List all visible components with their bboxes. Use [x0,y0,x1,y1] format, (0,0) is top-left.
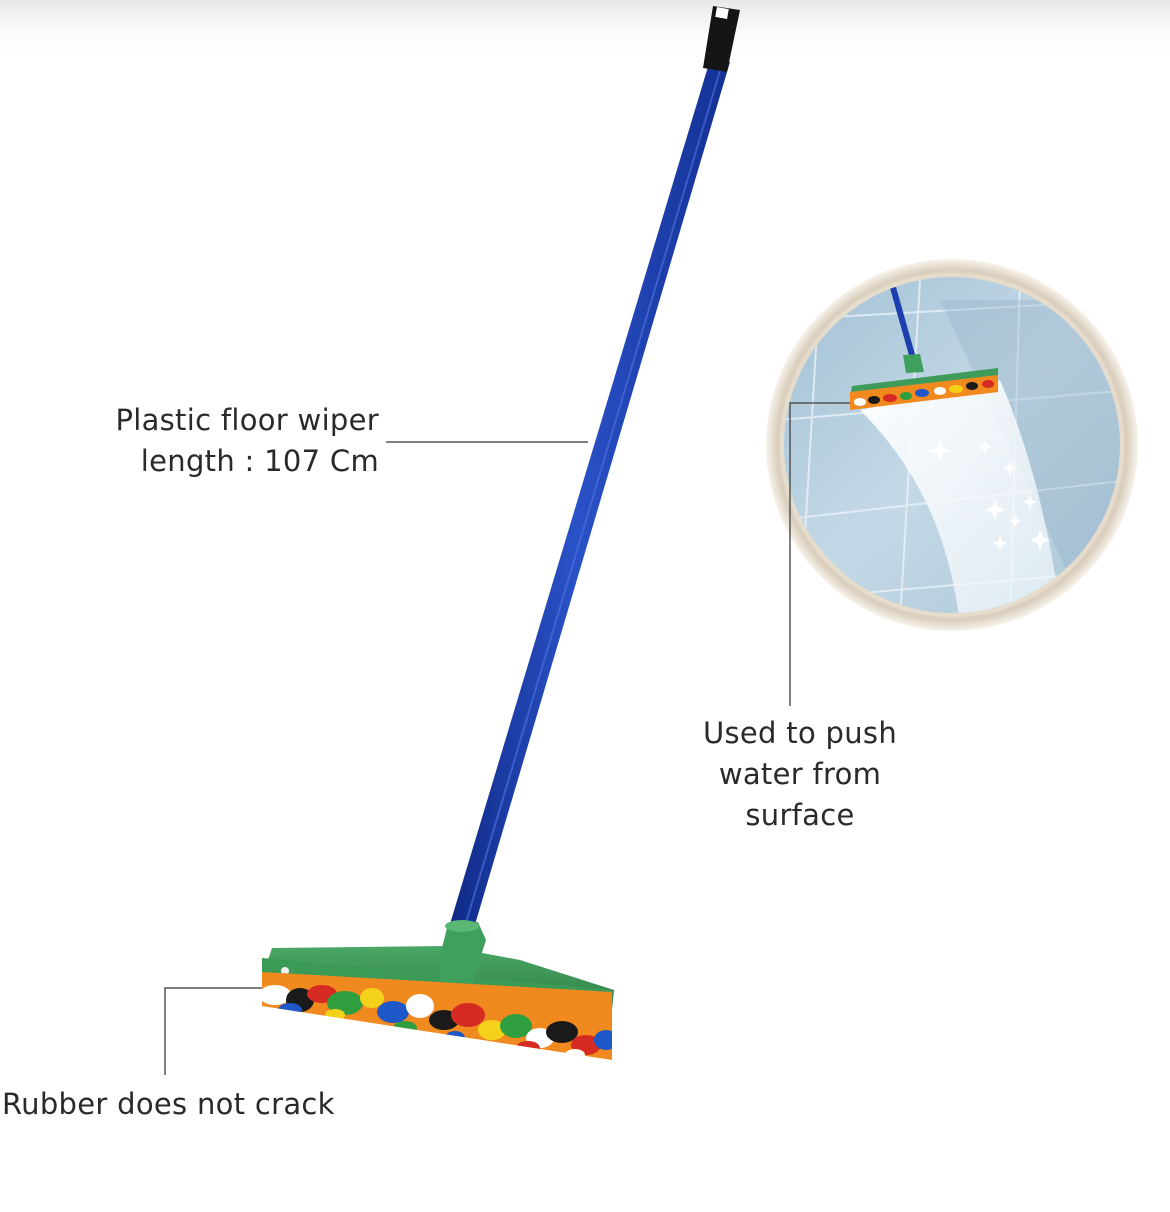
leader-push [789,402,850,706]
handle-grip [703,6,740,72]
usage-inset [766,259,1138,631]
callout-push-line1: Used to push [702,716,897,750]
callout-length: Plastic floor wiper length : 107 Cm [115,400,379,482]
wiper-product [262,6,740,1060]
top-shade [0,0,1170,60]
wiper-handle [450,60,730,928]
callout-length-line2: length : 107 Cm [140,444,379,478]
callout-rubber: Rubber does not crack [2,1087,335,1121]
callout-length-line1: Plastic floor wiper [115,403,379,437]
sparkle-icon [929,440,1050,551]
leader-rubber [164,987,262,1075]
leader-lines [164,402,850,1075]
callout-push: Used to push water from surface [664,713,936,836]
callout-push-line2: water from surface [718,757,882,832]
